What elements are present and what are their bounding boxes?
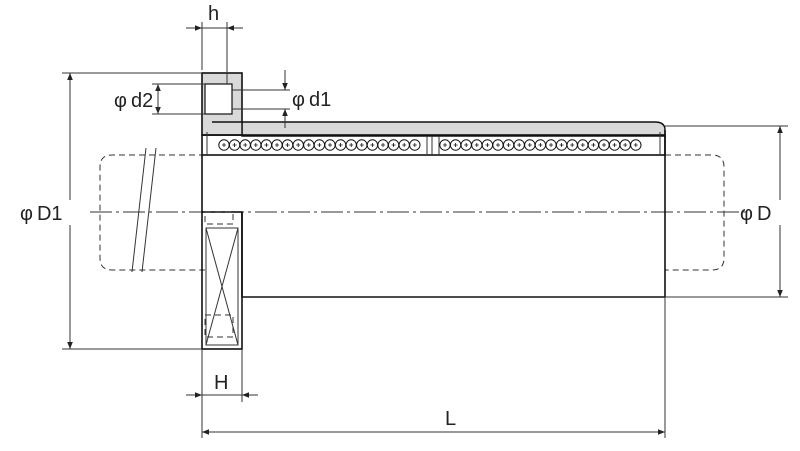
ball-center-mark	[591, 143, 596, 147]
ball-center-mark	[296, 143, 301, 147]
ball-center-mark	[402, 143, 407, 147]
ball-center-mark	[328, 143, 332, 147]
shaft-outline	[99, 147, 725, 273]
flange	[201, 72, 243, 350]
svg-text:φD1: φD1	[20, 203, 63, 225]
label-D: D	[757, 203, 771, 225]
ball-center-mark	[306, 143, 311, 147]
diameter-symbol-d2: φ	[114, 90, 127, 112]
svg-text:φd1: φd1	[292, 89, 331, 111]
ball-center-mark	[559, 143, 564, 147]
ball-center-mark	[602, 143, 606, 147]
ball-center-mark	[527, 143, 532, 147]
diameter-symbol-D: φ	[740, 203, 753, 225]
ball-center-mark	[253, 143, 258, 147]
dimension-L: L	[201, 297, 666, 438]
ball-center-mark	[496, 143, 500, 147]
ball-center-mark	[474, 143, 479, 147]
ball-center-mark	[317, 143, 322, 147]
ball-center-mark	[453, 143, 458, 147]
ball-center-mark	[381, 143, 385, 147]
svg-text:φd2: φd2	[114, 90, 153, 112]
dimension-h: h	[186, 3, 243, 84]
ball-center-mark	[623, 143, 628, 147]
diameter-symbol-d1: φ	[292, 89, 305, 111]
housing	[201, 121, 666, 298]
label-h: h	[208, 3, 219, 25]
ball-center-mark	[338, 143, 343, 147]
ball-center-mark	[412, 143, 417, 147]
ball-center-mark	[580, 143, 585, 147]
ball-center-mark	[275, 143, 279, 147]
ball-center-mark	[222, 143, 226, 147]
ball-center-mark	[633, 143, 638, 147]
ball-center-mark	[232, 143, 237, 147]
diameter-symbol-D1: φ	[20, 203, 33, 225]
ball-rows	[218, 139, 642, 151]
ball-center-mark	[370, 143, 375, 147]
ball-center-mark	[570, 143, 575, 147]
ball-center-mark	[349, 143, 354, 147]
label-H: H	[214, 372, 228, 394]
svg-text:φD: φD	[740, 203, 771, 225]
ball-center-mark	[464, 143, 469, 147]
ball-center-mark	[285, 143, 290, 147]
ball-center-mark	[243, 143, 248, 147]
ball-center-mark	[506, 143, 511, 147]
ball-center-mark	[264, 143, 269, 147]
ball-center-mark	[359, 143, 364, 147]
label-D1: D1	[37, 203, 63, 225]
ball-center-mark	[538, 143, 543, 147]
ball-center-mark	[391, 143, 396, 147]
ball-center-mark	[443, 143, 447, 147]
label-L: L	[445, 408, 456, 430]
ball-center-mark	[612, 143, 617, 147]
ball-center-mark	[517, 143, 522, 147]
dimension-H: H	[186, 349, 258, 402]
label-d1: d1	[309, 89, 331, 111]
ball-center-mark	[485, 143, 490, 147]
ball-center-mark	[549, 143, 553, 147]
label-d2: d2	[131, 90, 153, 112]
